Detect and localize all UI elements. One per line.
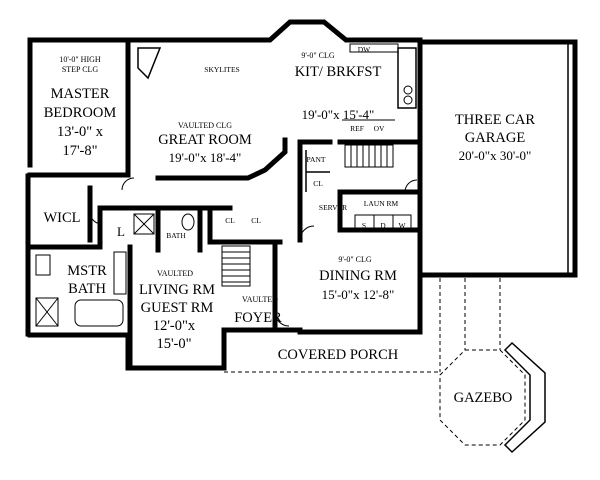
mstr-toilet-icon <box>35 254 51 276</box>
shower-icon <box>133 213 155 235</box>
linen-label: L <box>117 224 125 239</box>
garage-dim: 20'-0"x 30'-0" <box>459 148 532 163</box>
closet-1-label: CL <box>225 216 235 225</box>
master-bath-name-2: BATH <box>68 281 106 297</box>
living-room: VAULTED LIVING RM GUEST RM 12'-0"x 15'-0… <box>139 269 215 352</box>
kitchen: 9'-0" CLG KIT/ BRKFST 19'-0"x 15'-4" DW … <box>295 45 385 133</box>
gazebo-label: GAZEBO <box>454 390 513 406</box>
dryer-label: D <box>380 221 386 230</box>
dining-room-dim: 15'-0"x 12'-8" <box>322 287 395 302</box>
mstr-shower-icon <box>35 297 59 327</box>
living-room-note: VAULTED <box>157 269 193 278</box>
porch-label: COVERED PORCH <box>278 347 399 363</box>
pantry-label: PANT <box>307 155 326 164</box>
washer-label: W <box>398 221 406 230</box>
kitchen-island <box>397 47 417 109</box>
foyer-note: VAULTED <box>242 295 278 304</box>
garage-walls <box>417 39 578 278</box>
kitchen-dim: 19'-0"x 15'-4" <box>302 107 375 122</box>
doors <box>89 177 418 327</box>
master-bedroom-name-1: MASTER <box>51 86 110 102</box>
garage-name-2: GARAGE <box>465 130 526 146</box>
kitchen-name: KIT/ BRKFST <box>295 64 382 80</box>
master-bedroom-dim-1: 13'-0" x <box>57 124 104 140</box>
fireplace-icon <box>137 47 162 80</box>
kitchen-stairs <box>344 144 394 168</box>
living-room-dim-1: 12'-0"x <box>153 318 196 334</box>
living-room-name-2: GUEST RM <box>141 300 214 316</box>
oven-label: OV <box>374 124 385 133</box>
refrigerator-label: REF <box>350 124 364 133</box>
dining-room: 9'-0" CLG DINING RM 15'-0"x 12'-8" <box>319 255 397 302</box>
great-room-name: GREAT ROOM <box>158 132 252 148</box>
master-bedroom-name-2: BEDROOM <box>44 105 117 121</box>
dining-room-name: DINING RM <box>319 268 397 284</box>
master-bedroom-note-1: 10'-0" HIGH <box>59 55 101 64</box>
foyer: VAULTED FOYER <box>234 295 282 326</box>
dishwasher-label: DW <box>358 45 371 54</box>
master-bedroom: 10'-0" HIGH STEP CLG MASTER BEDROOM 13'-… <box>44 55 117 159</box>
foyer-stairs <box>221 245 251 287</box>
closet-2-label: CL <box>251 216 261 225</box>
master-bedroom-note-2: STEP CLG <box>62 65 99 74</box>
toilet-icon <box>181 213 195 231</box>
garage: THREE CAR GARAGE 20'-0"x 30'-0" <box>455 112 535 163</box>
service-rooms: PANT CL SERVER LAUN RM S D W <box>307 155 407 230</box>
great-room-dim: 19'-0"x 18'-4" <box>169 150 242 165</box>
garage-name-1: THREE CAR <box>455 112 535 128</box>
sink-label: S <box>362 221 366 230</box>
dining-room-note: 9'-0" CLG <box>338 255 372 264</box>
tub-icon <box>74 299 124 327</box>
cooktop-icon <box>403 85 413 95</box>
wicl-label: WICL <box>43 210 80 226</box>
living-room-name-1: LIVING RM <box>139 282 215 298</box>
foyer-name: FOYER <box>234 310 282 326</box>
kitchen-note: 9'-0" CLG <box>301 51 335 60</box>
vanity-icon <box>113 251 127 295</box>
master-bedroom-dim-2: 17'-8" <box>62 143 97 159</box>
skylites-note: SKYLITES <box>204 65 239 74</box>
closets-bath: WICL L BATH CL CL MSTR BATH <box>43 210 261 297</box>
great-room: SKYLITES VAULTED CLG GREAT ROOM 19'-0"x … <box>158 65 252 165</box>
closet-label: CL <box>313 179 323 188</box>
laundry-label: LAUN RM <box>364 199 399 208</box>
porch-gazebo <box>224 278 546 454</box>
master-bath-name-1: MSTR <box>67 263 107 279</box>
great-room-note: VAULTED CLG <box>178 121 232 130</box>
fixtures <box>35 43 417 327</box>
server-label: SERVER <box>319 203 347 212</box>
living-room-dim-2: 15'-0" <box>156 336 191 352</box>
bath-label: BATH <box>166 231 186 240</box>
